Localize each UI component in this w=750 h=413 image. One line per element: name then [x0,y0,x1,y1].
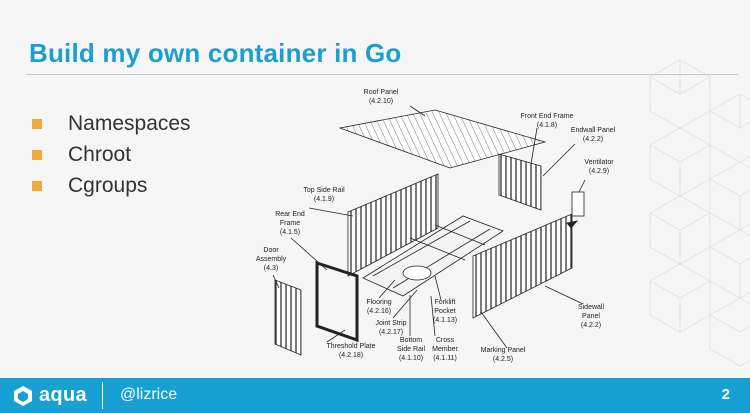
label-door-assembly: Door [263,247,279,254]
label-flooring: Flooring [366,299,391,306]
cube-pattern-decoration [649,59,750,367]
square-bullet-icon [32,149,42,160]
label-joint-strip: Joint Strip [375,320,406,327]
label-forklift-pocket-ref: (4.1.13) [433,317,457,324]
label-cross-member-line2: Member [432,346,458,353]
label-front-end-frame-ref: (4.1.8) [537,122,557,129]
label-cross-member-ref: (4.1.11) [433,355,457,362]
right-sidewall-part [472,213,573,319]
page-number: 2 [721,386,730,403]
label-top-side-rail-ref: (4.1.9) [314,196,334,203]
ventilator-part [571,191,585,217]
label-sidewall-panel-line2: Panel [582,313,600,320]
flooring-part [362,215,504,297]
label-threshold-plate-ref: (4.2.18) [339,352,363,359]
label-cross-member: Cross [436,337,455,344]
footer-divider [102,382,103,409]
container-exploded-diagram: Roof Panel (4.2.10) Front End Frame (4.1… [256,89,616,363]
label-rear-end-frame-line2: Frame [280,220,300,227]
label-endwall-panel-ref: (4.2.2) [583,136,603,143]
left-sidewall-part [347,173,439,277]
label-rear-end-frame-ref: (4.1.5) [280,229,300,236]
slide-title: Build my own container in Go [29,38,402,68]
label-front-end-frame: Front End Frame [521,113,574,120]
label-door-assembly-ref: (4.3) [264,265,278,272]
label-sidewall-panel: Sidewall [578,304,605,311]
footer-bar: aqua @lizrice 2 [0,378,750,413]
twitter-handle: @lizrice [120,386,178,403]
aqua-logo-text: aqua [39,384,87,406]
bullet-item: Cgroups [32,170,191,201]
label-joint-strip-ref: (4.2.17) [379,329,403,336]
bullet-item: Namespaces [32,108,191,139]
rear-end-frame-part [315,260,359,343]
door-assembly-part [274,279,302,356]
label-rear-end-frame: Rear End [275,211,305,218]
label-roof-panel-ref: (4.2.10) [369,98,393,105]
square-bullet-icon [32,118,42,129]
label-ventilator-ref: (4.2.9) [589,168,609,175]
bullet-text: Cgroups [68,173,148,197]
bullet-list: Namespaces Chroot Cgroups [32,108,191,201]
roof-panel-part [338,109,547,169]
label-forklift-pocket: Forklift [435,299,456,306]
label-marking-panel: Marking Panel [481,347,526,354]
bullet-text: Chroot [68,142,132,166]
label-bottom-side-rail-line2: Side Rail [397,346,425,353]
title-divider [26,74,738,75]
aqua-logo-icon [14,385,32,406]
label-bottom-side-rail: Bottom [400,337,422,344]
bullet-item: Chroot [32,139,191,170]
label-bottom-side-rail-ref: (4.1.10) [399,355,423,362]
label-top-side-rail: Top Side Rail [303,187,345,194]
square-bullet-icon [32,180,42,191]
label-door-assembly-line2: Assembly [256,256,287,263]
label-sidewall-panel-ref: (4.2.2) [581,322,601,329]
label-forklift-pocket-line2: Pocket [434,308,455,315]
label-roof-panel: Roof Panel [364,89,399,96]
label-marking-panel-ref: (4.2.5) [493,356,513,363]
label-flooring-ref: (4.2.16) [367,308,391,315]
aqua-logo: aqua [12,384,87,407]
label-threshold-plate: Threshold Plate [326,343,375,350]
label-endwall-panel: Endwall Panel [571,127,616,134]
bullet-text: Namespaces [68,111,191,135]
front-end-frame-part [498,153,542,211]
label-ventilator: Ventilator [584,159,614,166]
